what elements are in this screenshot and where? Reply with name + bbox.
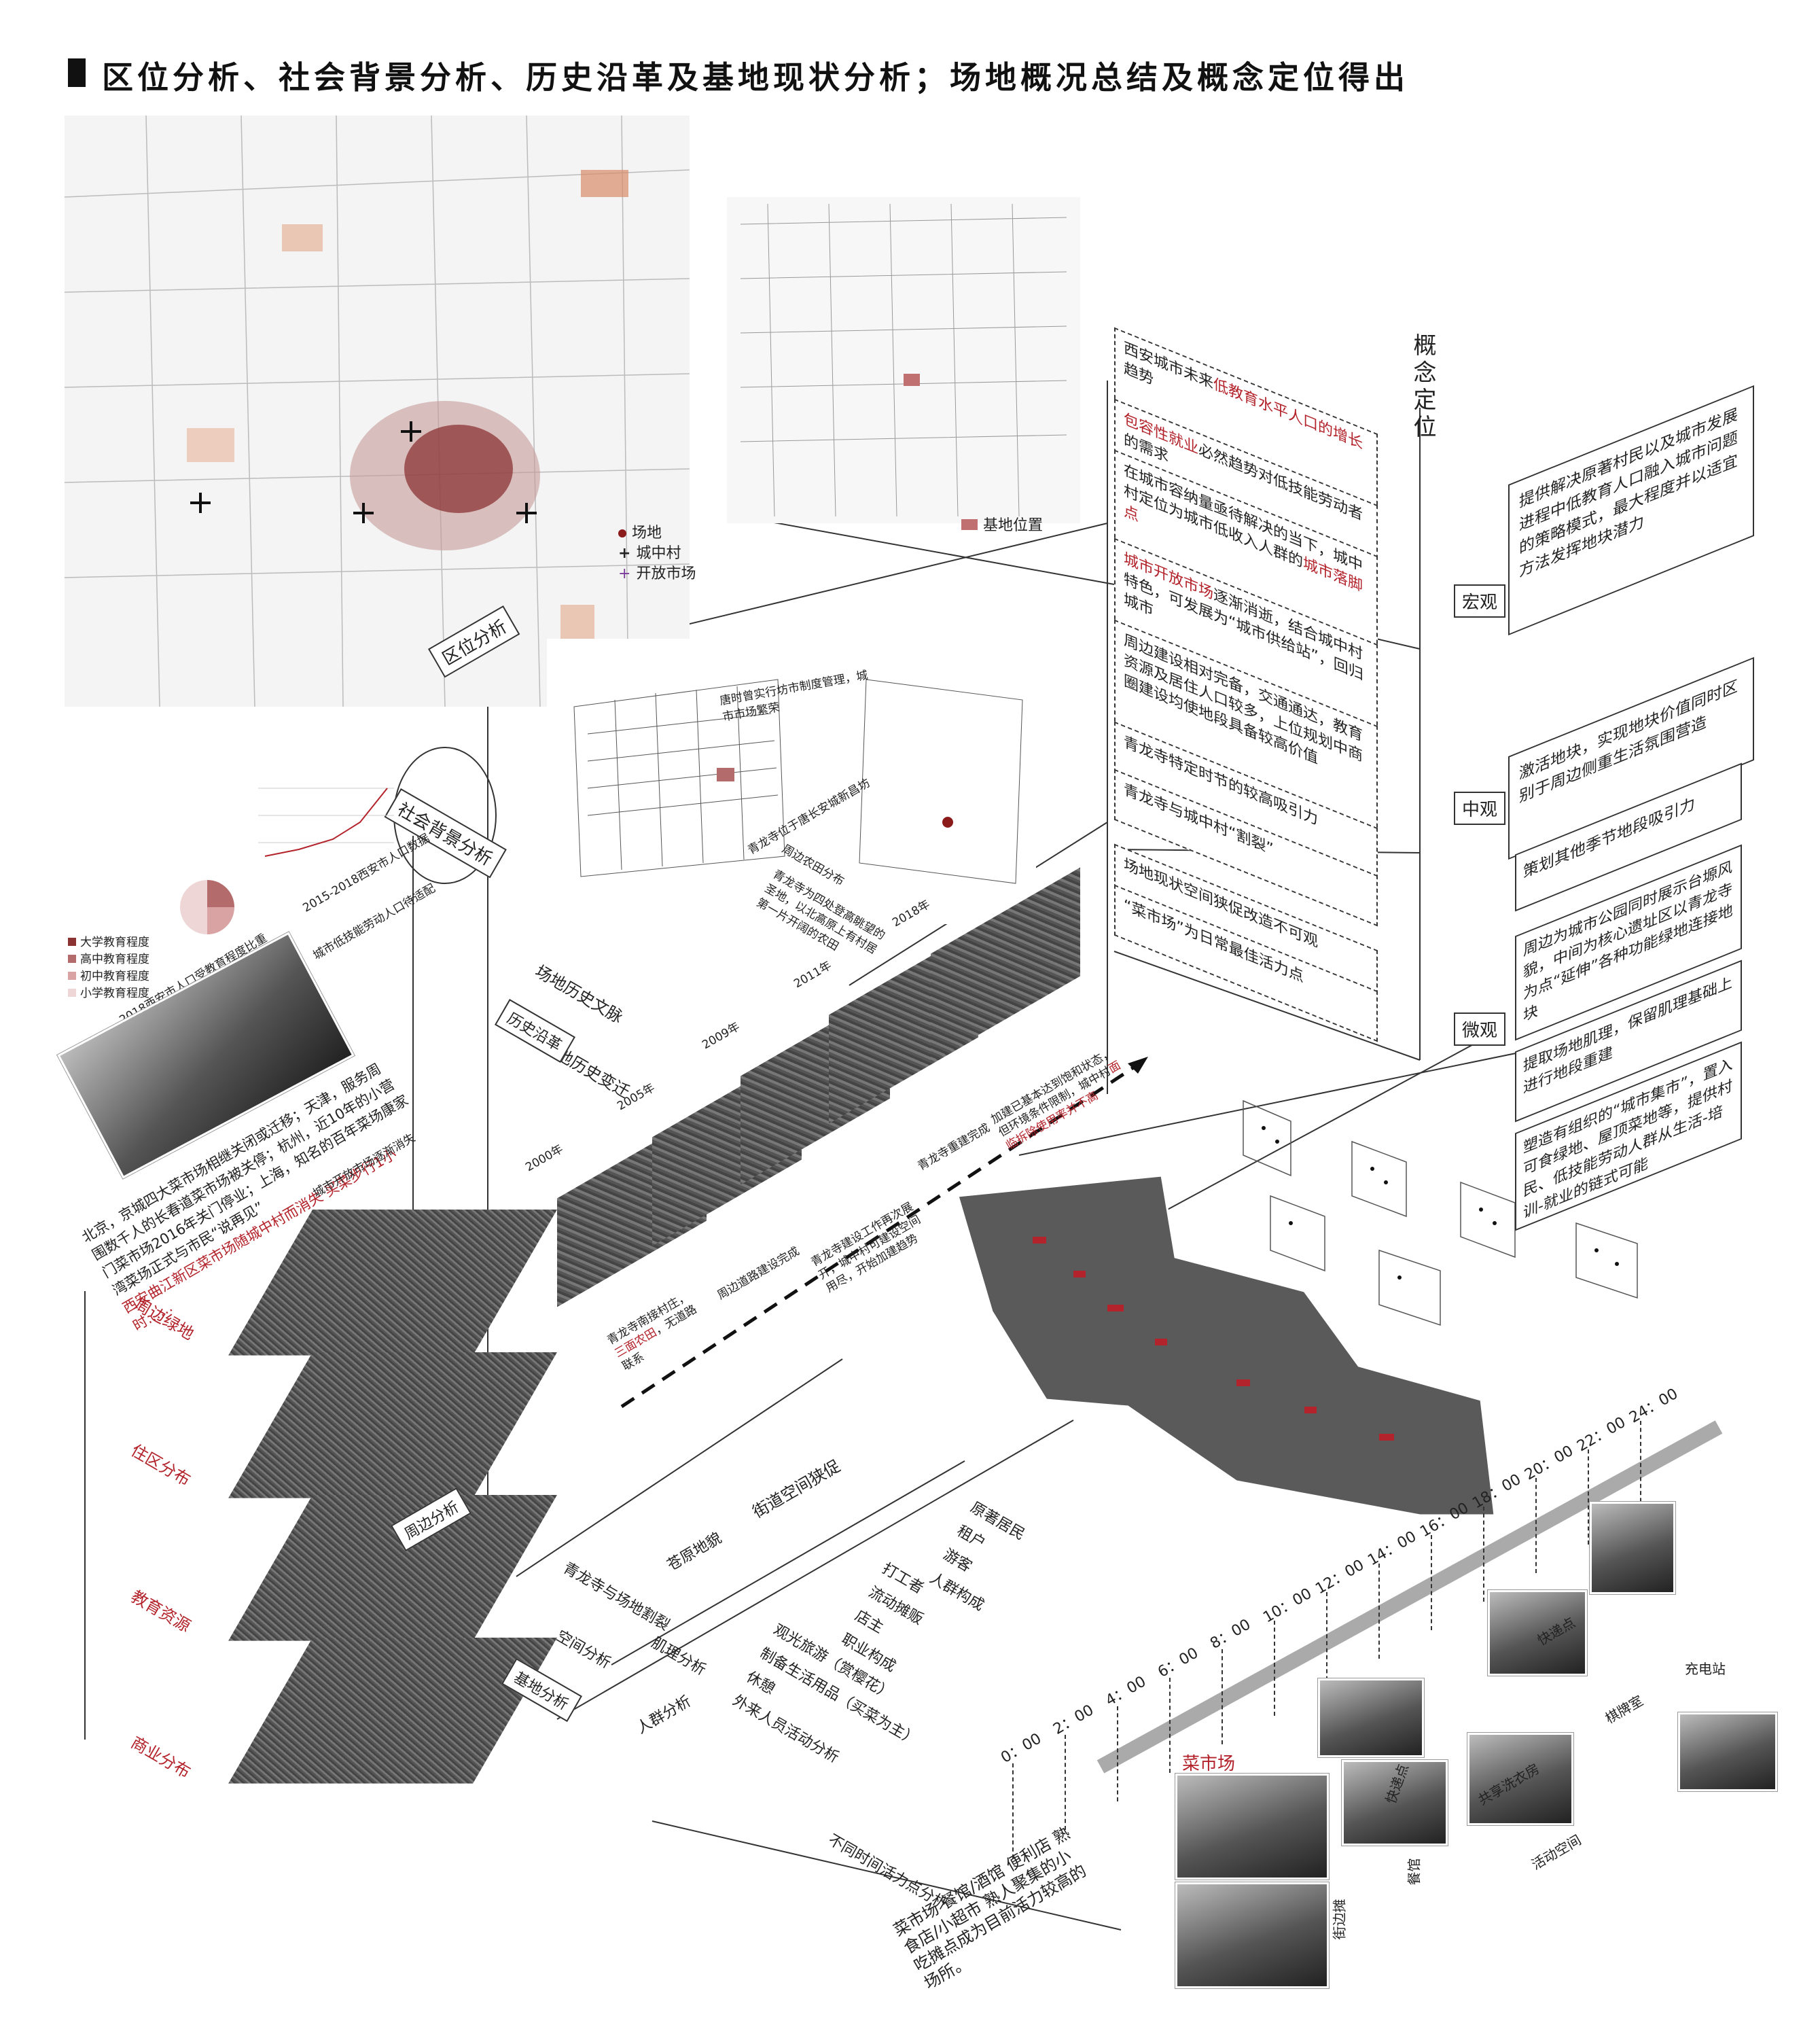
hour-tick-10 [1535,1478,1539,1573]
edu-legend-0: 大学教育程度 [68,934,149,951]
activity-point-sheets [1243,1099,1638,1326]
place-market: 菜市场 [1182,1754,1236,1774]
concept-micro-label: 微观 [1454,1012,1506,1046]
legend-site: 场地 [618,523,696,544]
hour-tick-12 [1640,1421,1644,1516]
photo-market [1175,1774,1329,1880]
edu-legend-3: 小学教育程度 [68,985,149,1002]
concept-heading: 概念定位 [1409,333,1436,442]
location-legend: 场地 +城中村 +开放市场 [618,523,696,584]
photo-street-stall [1175,1882,1329,1988]
population-chart [258,788,394,857]
history-maps [547,639,1036,924]
legend-village: +城中村 [618,545,681,562]
hour-tick-6 [1326,1592,1330,1687]
photo-chess [1590,1502,1675,1594]
hour-tick-4 [1222,1649,1226,1744]
edu-legend-2: 初中教育程度 [68,968,149,985]
site-position-label: 基地位置 [961,513,1043,535]
photo-restaurant [1342,1760,1448,1846]
city-map [65,116,690,707]
photo-express-b [1488,1590,1587,1676]
concept-macro-label: 宏观 [1454,584,1506,618]
hour-tick-2 [1117,1706,1121,1801]
photo-charging [1678,1712,1777,1791]
place-charging: 充电站 [1685,1661,1726,1677]
hour-tick-9 [1483,1506,1487,1602]
place-street-stall: 街边摊 [1331,1899,1348,1940]
title-marker [68,58,86,87]
photo-express-a [1318,1678,1424,1757]
site-aerial [957,1176,1496,1515]
site-map [727,197,1080,523]
place-restaurant: 餐馆 [1406,1858,1423,1886]
hour-tick-5 [1274,1621,1278,1716]
hour-tick-1 [1065,1735,1069,1830]
hour-tick-11 [1588,1449,1592,1545]
hour-tick-0 [1012,1763,1016,1858]
edu-legend-1: 高中教育程度 [68,951,149,968]
hour-tick-8 [1431,1535,1435,1630]
hour-tick-7 [1378,1564,1383,1659]
page-title: 区位分析、社会背景分析、历史沿革及基地现状分析；场地概况总结及概念定位得出 [102,59,1409,96]
hour-tick-3 [1169,1678,1173,1773]
legend-market: +开放市场 [618,565,696,582]
education-legend: 大学教育程度 高中教育程度 初中教育程度 小学教育程度 [68,934,149,1002]
photo-laundry [1467,1733,1573,1825]
education-pie [180,880,234,934]
concept-meso-label: 中观 [1454,792,1506,825]
